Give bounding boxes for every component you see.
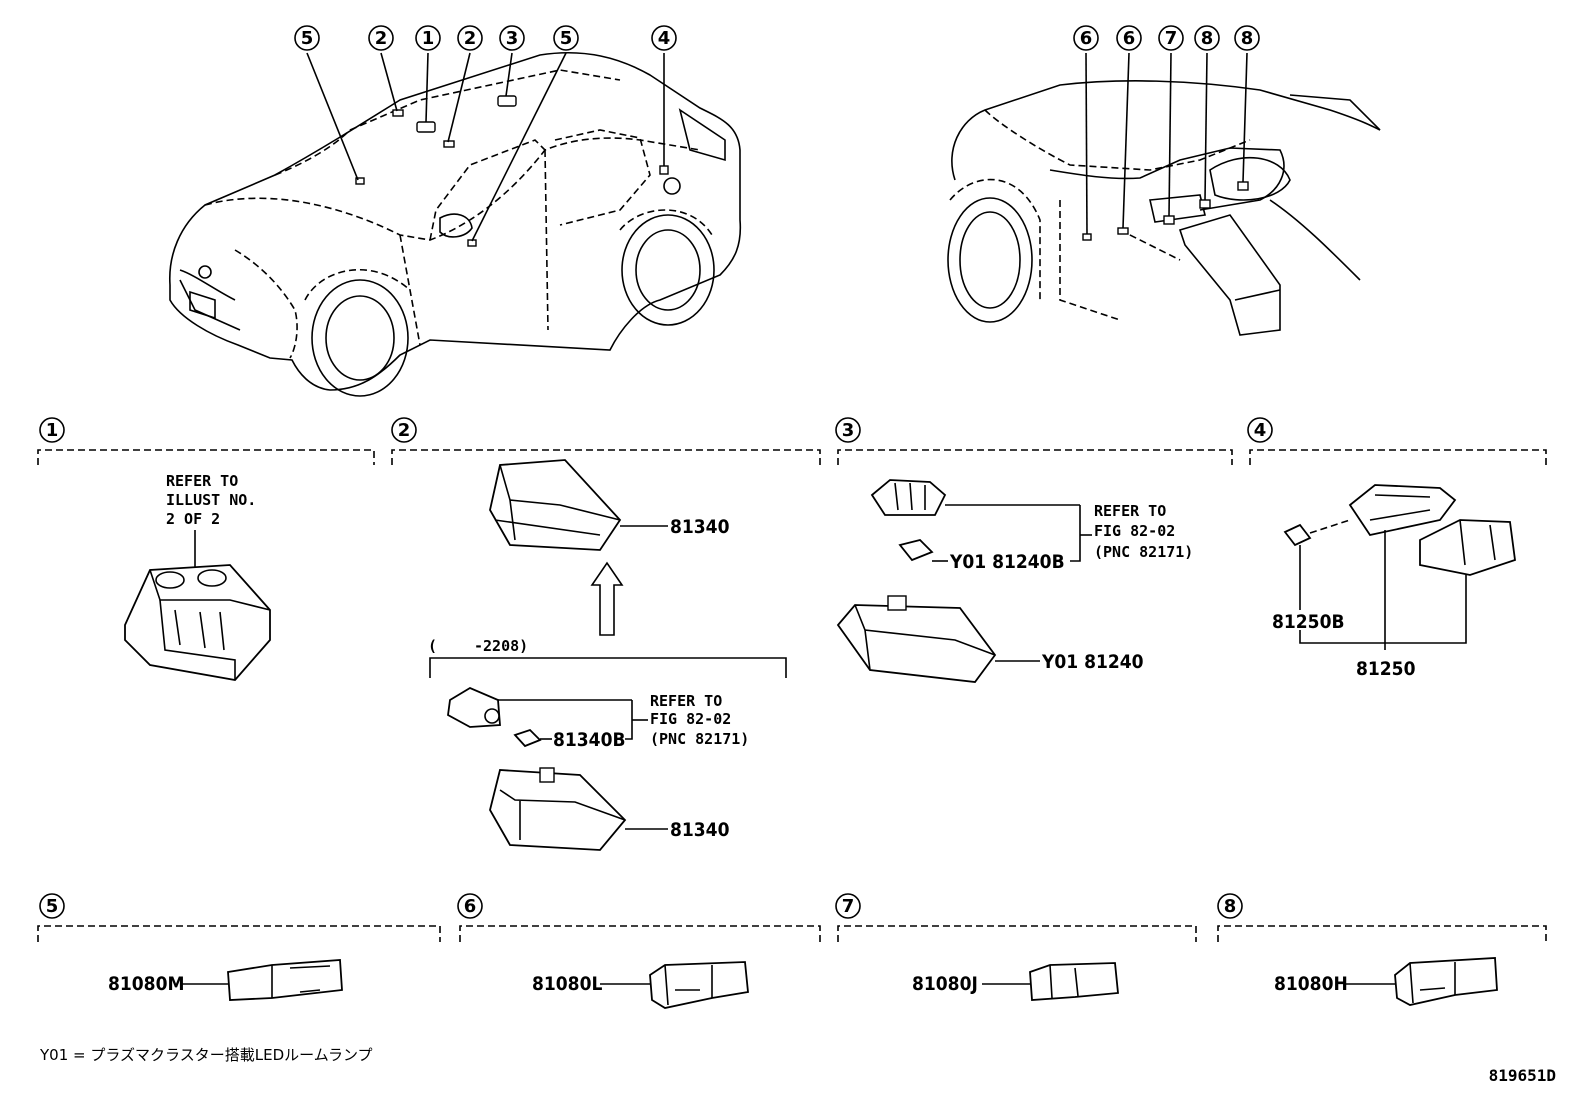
- svg-text:4: 4: [658, 28, 671, 49]
- svg-text:8: 8: [1224, 896, 1237, 917]
- svg-text:(: (: [428, 637, 437, 655]
- callout-8-right: 8: [1234, 25, 1260, 51]
- bulb-81240B: [898, 539, 934, 562]
- socket-81340: [447, 686, 501, 728]
- section-3-body: Y01 81240B REFER TO FIG 82-02 (PNC 82171…: [836, 479, 1193, 683]
- callout-6-right: 6: [1116, 25, 1142, 51]
- svg-text:81340: 81340: [670, 516, 730, 538]
- vehicle-callouts: 5 2 1 2 3 5 4: [294, 25, 677, 51]
- svg-text:81080L: 81080L: [532, 973, 602, 995]
- section-7-body: 81080J: [912, 962, 1119, 1001]
- svg-text:REFER TO: REFER TO: [1094, 502, 1166, 520]
- svg-text:81250: 81250: [1356, 658, 1416, 680]
- svg-text:REFER TO: REFER TO: [166, 472, 238, 490]
- section-5-header: 5: [37, 893, 441, 942]
- drawing-id: 819651D: [1489, 1066, 1556, 1085]
- dashboard-callouts: 6 6 7 8 8: [1073, 25, 1260, 51]
- svg-text:3: 3: [842, 420, 855, 441]
- bulb-81250B: [1283, 523, 1312, 547]
- section-2-header: 2: [391, 417, 821, 465]
- svg-text:FIG 82-02: FIG 82-02: [1094, 522, 1175, 540]
- section-2-body: 81340 ( -2208) 81340B REFER TO FIG 82-02…: [428, 459, 787, 851]
- svg-text:1: 1: [422, 28, 435, 49]
- callout-3: 3: [499, 25, 525, 51]
- svg-text:5: 5: [560, 28, 573, 49]
- svg-text:81340: 81340: [670, 819, 730, 841]
- callout-5-right: 5: [553, 25, 579, 51]
- callout-4: 4: [651, 25, 677, 51]
- svg-text:6: 6: [1123, 28, 1136, 49]
- svg-text:Y01 81240B: Y01 81240B: [949, 551, 1065, 573]
- svg-text:REFER TO: REFER TO: [650, 692, 722, 710]
- svg-text:81080H: 81080H: [1274, 973, 1348, 995]
- svg-text:2 OF 2: 2 OF 2: [166, 510, 220, 528]
- svg-text:81340B: 81340B: [553, 729, 626, 751]
- dashboard-illustration: [947, 52, 1381, 336]
- section-4-header: 4: [1247, 417, 1547, 465]
- section-8-header: 8: [1217, 893, 1547, 942]
- svg-text:8: 8: [1201, 28, 1214, 49]
- svg-text:2: 2: [375, 28, 388, 49]
- section-6-body: 81080L: [532, 961, 749, 1009]
- svg-text:5: 5: [301, 28, 314, 49]
- callout-2-right: 2: [457, 25, 483, 51]
- section-5-body: 81080M: [108, 959, 343, 1001]
- callout-2-left: 2: [368, 25, 394, 51]
- svg-text:FIG 82-02: FIG 82-02: [650, 710, 731, 728]
- svg-text:6: 6: [1080, 28, 1093, 49]
- section-6-header: 6: [457, 893, 821, 942]
- svg-text:81080M: 81080M: [108, 973, 184, 995]
- svg-text:ILLUST NO.: ILLUST NO.: [166, 491, 256, 509]
- section-3-header: 3: [835, 417, 1233, 465]
- svg-text:81250B: 81250B: [1272, 611, 1345, 633]
- svg-text:Y01 81240: Y01 81240: [1041, 651, 1144, 673]
- svg-text:7: 7: [1165, 28, 1178, 49]
- room-lamp-81240: [836, 595, 997, 683]
- svg-text:7: 7: [842, 896, 855, 917]
- overhead-console-assembly: [124, 564, 271, 681]
- svg-text:8: 8: [1241, 28, 1254, 49]
- callout-6-left: 6: [1073, 25, 1099, 51]
- callout-5-left: 5: [294, 25, 320, 51]
- footnote: Y01 = プラズマクラスター搭載LEDルームランプ: [39, 1046, 373, 1064]
- svg-text:1: 1: [46, 420, 59, 441]
- vehicle-illustration: [169, 52, 742, 397]
- svg-text:3: 3: [506, 28, 519, 49]
- socket-81240: [870, 479, 947, 516]
- svg-text:2: 2: [398, 420, 411, 441]
- svg-text:5: 5: [46, 896, 59, 917]
- callout-7: 7: [1158, 25, 1184, 51]
- svg-text:6: 6: [464, 896, 477, 917]
- bulb-81340B: [513, 728, 542, 748]
- svg-text:81080J: 81080J: [912, 973, 978, 995]
- callout-8-left: 8: [1194, 25, 1220, 51]
- svg-text:(PNC 82171): (PNC 82171): [650, 730, 749, 748]
- section-8-body: 81080H: [1274, 957, 1498, 1006]
- luggage-lamp-81250: [1348, 484, 1516, 576]
- svg-text:2: 2: [464, 28, 477, 49]
- room-lamp-81340-bottom: [489, 767, 627, 851]
- svg-text:(PNC 82171): (PNC 82171): [1094, 543, 1193, 561]
- callout-1: 1: [415, 25, 441, 51]
- room-lamp-81340-top: [489, 459, 622, 551]
- section-1-body: REFER TO ILLUST NO. 2 OF 2: [124, 472, 271, 681]
- svg-text:-2208): -2208): [474, 637, 528, 655]
- svg-text:4: 4: [1254, 420, 1267, 441]
- section-7-header: 7: [835, 893, 1197, 942]
- section-4-body: 81250B 81250: [1272, 484, 1516, 680]
- section-1-header: 1: [37, 417, 375, 465]
